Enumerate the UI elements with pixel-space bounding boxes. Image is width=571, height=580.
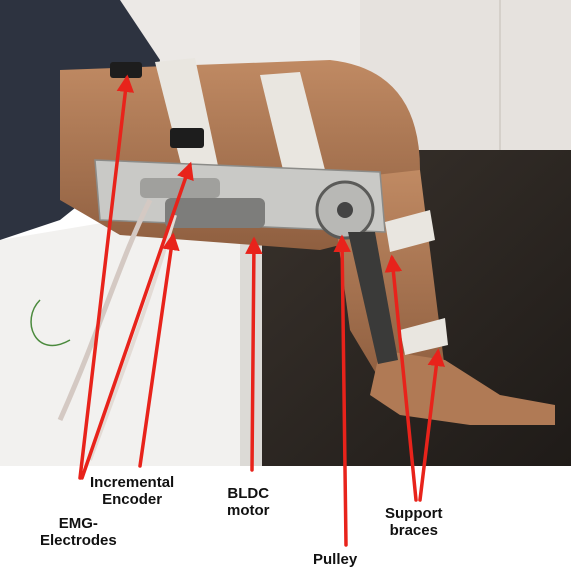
label-braces-line2: braces [389, 522, 438, 539]
cable-1 [57, 198, 153, 422]
bed-side [240, 200, 262, 466]
photo [0, 0, 571, 466]
label-bldc-line2: motor [227, 502, 270, 519]
label-emg-line2: Electrodes [40, 532, 117, 549]
label-emg-electrodes: EMG- Electrodes [40, 515, 117, 549]
encoder-body [140, 178, 220, 198]
label-braces-line1: Support [385, 505, 443, 522]
label-incremental-encoder: Incremental Encoder [90, 474, 174, 508]
cable-green [30, 299, 71, 347]
foot [370, 350, 555, 425]
thigh-strap-2 [260, 72, 325, 178]
motor-body [165, 198, 265, 228]
label-encoder-line1: Incremental [90, 474, 175, 491]
pulley-hub [337, 202, 353, 218]
annotation-arrows [78, 74, 445, 547]
label-encoder-line2: Encoder [102, 491, 163, 508]
shin-bar [348, 232, 398, 364]
arrow-encoder [138, 232, 180, 468]
label-pulley: Pulley [313, 551, 357, 568]
label-emg-line1: EMG- [58, 515, 98, 532]
label-support-braces: Support braces [385, 505, 443, 539]
thigh-strap-1 [155, 58, 220, 180]
shin-strap-2 [400, 318, 448, 355]
arrow-brace-2 [418, 348, 445, 502]
electrode-side [170, 128, 204, 148]
arrow-brace-1 [384, 254, 418, 502]
arrow-bldc [245, 236, 263, 472]
arrow-emg-1 [78, 74, 135, 480]
arrow-pulley [333, 234, 351, 547]
arrow-emg-2 [80, 161, 194, 480]
electrode-top [110, 62, 142, 78]
label-bldc-line1: BLDC [227, 485, 270, 502]
label-pulley-line1: Pulley [313, 551, 358, 568]
label-bldc-motor: BLDC motor [227, 485, 270, 519]
shin-strap-1 [385, 210, 435, 252]
caption-area [0, 466, 571, 580]
